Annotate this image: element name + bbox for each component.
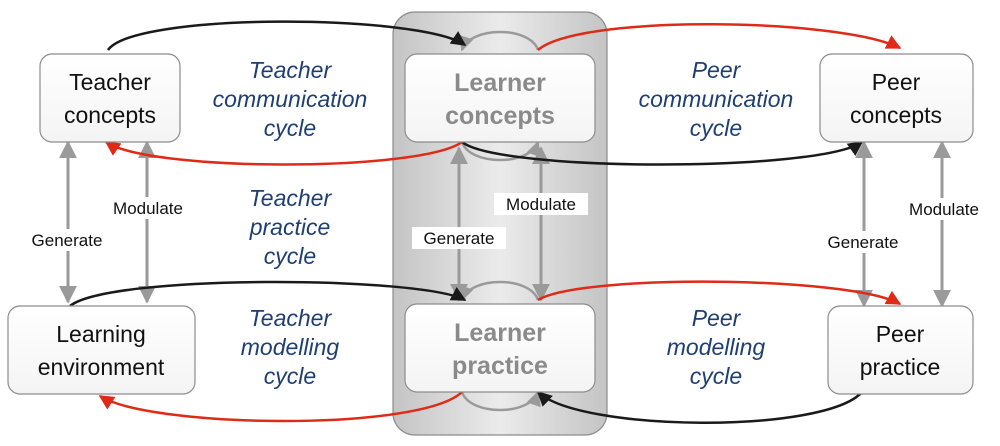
peer-communication-cycle-label: Peer communication cycle — [639, 57, 794, 141]
teacher-concepts-label-line2: concepts — [64, 102, 156, 128]
black-arrows — [69, 20, 864, 424]
teacher-modelling-cycle-line2: modelling — [241, 334, 340, 360]
peer-modelling-cycle-label: Peer modelling cycle — [667, 305, 766, 389]
learning-environment-label-line1: Learning — [56, 321, 146, 347]
teacher-communication-cycle-line1: Teacher — [249, 57, 333, 83]
teacher-communication-cycle-label: Teacher communication cycle — [213, 57, 368, 141]
learner-concepts-label-line1: Learner — [454, 69, 546, 97]
teacher-concepts-label-line1: Teacher — [69, 69, 151, 95]
peer-concepts-label-line2: concepts — [850, 102, 942, 128]
teacher-concepts-to-learner-concepts-arrow — [106, 20, 467, 51]
learner-modulate-label: Modulate — [506, 195, 576, 214]
learner-practice-label-line2: practice — [452, 352, 548, 380]
peer-communication-cycle-line1: Peer — [692, 57, 742, 83]
learning-environment-label-line2: environment — [38, 354, 165, 380]
peer-generate-label: Generate — [828, 233, 899, 252]
learner-practice-label-line1: Learner — [454, 319, 546, 347]
learning-environment-to-learner-practice-arrow — [69, 280, 467, 307]
learner-concepts-to-peer-concepts-red-arrow — [537, 23, 902, 51]
peer-concepts-label-line1: Peer — [872, 69, 921, 95]
learner-concepts-bottom-loop — [460, 140, 541, 162]
peer-modelling-cycle-line3: cycle — [690, 363, 742, 389]
teacher-communication-cycle-line3: cycle — [264, 115, 316, 141]
teacher-modelling-cycle-line1: Teacher — [249, 305, 333, 331]
teacher-modulate-label: Modulate — [113, 199, 183, 218]
peer-communication-cycle-line2: communication — [639, 86, 794, 112]
red-arrows — [98, 23, 902, 423]
learner-practice-node: Learner practice — [404, 303, 596, 393]
vertical-arrows — [59, 140, 951, 308]
peer-practice-label-line2: practice — [860, 354, 941, 380]
learner-practice-to-peer-practice-arrow — [537, 280, 902, 306]
peer-communication-cycle-line3: cycle — [690, 115, 742, 141]
learner-practice-to-learning-environment-arrow — [98, 391, 463, 423]
learner-concepts-to-teacher-concepts-arrow — [104, 140, 463, 166]
learning-environment-node: Learning environment — [7, 305, 196, 395]
peer-practice-to-learner-practice-arrow — [536, 390, 863, 424]
teacher-modelling-cycle-line3: cycle — [264, 363, 316, 389]
teacher-modelling-cycle-label: Teacher modelling cycle — [241, 305, 340, 389]
peer-modelling-cycle-line2: modelling — [667, 334, 766, 360]
learner-concepts-node: Learner concepts — [404, 53, 596, 143]
edge-labels: Generate Modulate Generate Modulate Gene… — [20, 193, 992, 253]
peer-practice-label-line1: Peer — [876, 321, 925, 347]
learner-generate-label: Generate — [424, 229, 495, 248]
learner-concepts-label-line2: concepts — [445, 102, 555, 130]
teacher-concepts-node: Teacher concepts — [39, 53, 181, 143]
teacher-practice-cycle-line3: cycle — [264, 243, 316, 269]
teacher-practice-cycle-label: Teacher practice cycle — [249, 185, 333, 269]
peer-practice-node: Peer practice — [827, 305, 974, 395]
teacher-generate-label: Generate — [32, 231, 103, 250]
peer-modelling-cycle-line1: Peer — [692, 305, 742, 331]
teacher-practice-cycle-line1: Teacher — [249, 185, 333, 211]
learner-concepts-top-loop — [459, 30, 540, 52]
teacher-communication-cycle-line2: communication — [213, 86, 368, 112]
teacher-practice-cycle-line2: practice — [249, 214, 331, 240]
learner-practice-bottom-loop — [460, 390, 541, 412]
learner-concepts-to-peer-concepts-arrow — [461, 140, 864, 166]
peer-concepts-node: Peer concepts — [819, 53, 974, 143]
peer-modulate-label: Modulate — [909, 200, 979, 219]
